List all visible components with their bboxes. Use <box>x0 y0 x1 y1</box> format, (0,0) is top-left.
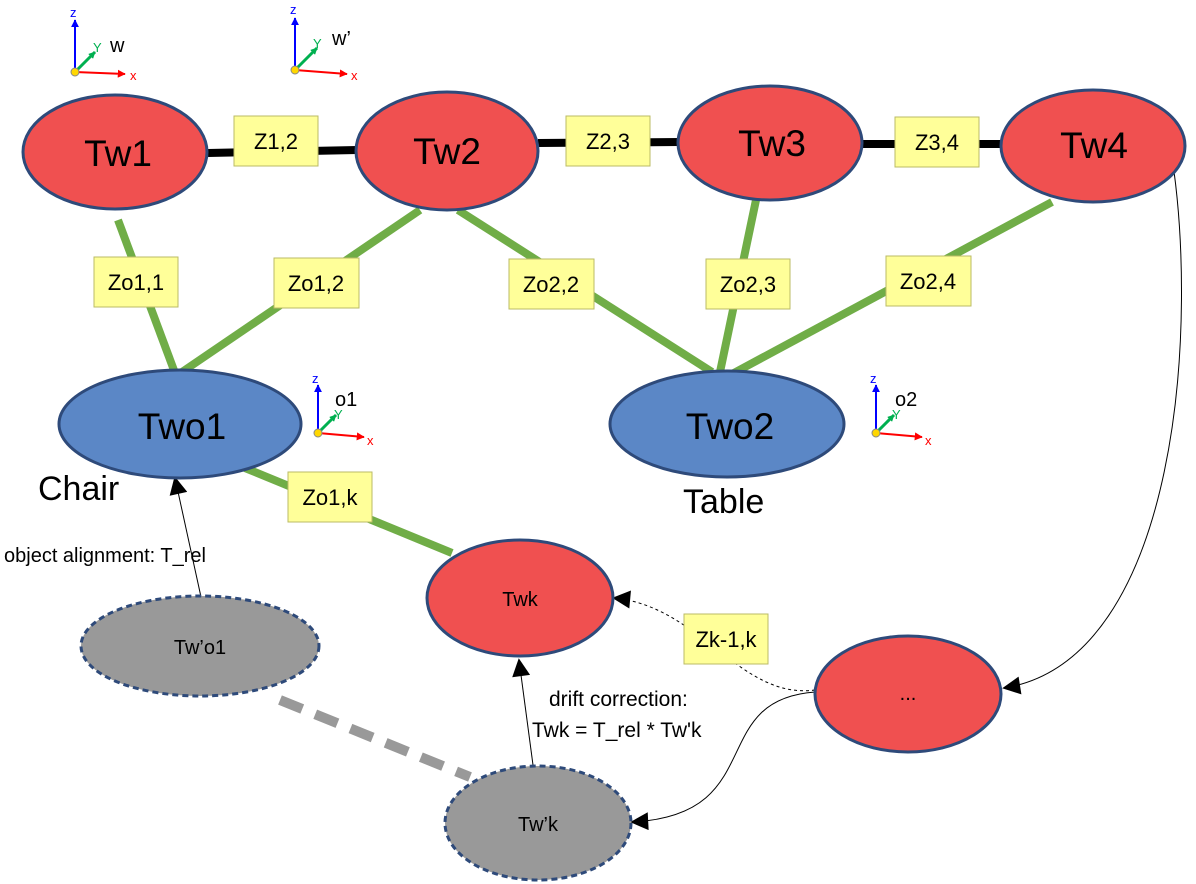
node-tw1-label: Tw1 <box>84 133 152 174</box>
edge-label-zo22-text: Zo2,2 <box>523 272 579 297</box>
axis-z-label: z <box>70 5 77 20</box>
node-tw2[interactable]: Tw2 <box>354 90 540 212</box>
edge-label-zo24-text: Zo2,4 <box>900 269 956 294</box>
frame-o2: z x Y o2 <box>870 371 932 448</box>
node-tw4-label: Tw4 <box>1060 125 1128 166</box>
frame-w: z x Y w <box>70 5 137 83</box>
edge-label-zo1k: Zo1,k <box>287 471 373 523</box>
edge-label-z12-text: Z1,2 <box>254 129 298 154</box>
arrow-dots-to-twpk <box>630 691 816 831</box>
frame-w-prime-label: w’ <box>331 28 351 50</box>
edge-ghost-twpo1-twpk <box>278 695 472 782</box>
axis-x-label: x <box>130 68 137 83</box>
edge-label-zo12: Zo1,2 <box>273 257 360 309</box>
node-two2[interactable]: Two2 <box>608 369 846 479</box>
axis-y-label: Y <box>334 407 343 422</box>
edge-label-zo12-text: Zo1,2 <box>288 271 344 296</box>
connector-arrows <box>169 144 1182 831</box>
edge-label-z12: Z1,2 <box>233 115 319 167</box>
node-twk-label: Twk <box>502 589 539 611</box>
chair-label: Chair <box>38 470 119 508</box>
node-tw1[interactable]: Tw1 <box>21 93 209 211</box>
node-twk[interactable]: Twk <box>425 538 615 658</box>
drift-correction-line2: Twk = T_rel * Tw'k <box>532 719 702 742</box>
axis-x-label: x <box>351 68 358 83</box>
frame-w-label: w <box>109 35 125 57</box>
edge-label-z34-text: Z3,4 <box>915 130 959 155</box>
observation-edges <box>114 198 1054 557</box>
table-label: Table <box>683 483 764 521</box>
frame-w-prime: z x Y w’ <box>290 2 358 83</box>
edge-label-zo1k-text: Zo1,k <box>302 485 358 510</box>
edge-label-zo11-text: Zo1,1 <box>108 270 164 295</box>
edge-label-zk1k-text: Zk-1,k <box>695 627 757 652</box>
node-dots-label: ... <box>900 683 917 705</box>
axis-y-label: Y <box>93 40 102 55</box>
node-twpo1-label: Tw’o1 <box>174 637 226 659</box>
arrow-twpo1-to-chair <box>169 476 202 598</box>
axis-z-label: z <box>312 371 319 386</box>
node-tw4[interactable]: Tw4 <box>999 88 1187 204</box>
node-twpk[interactable]: Tw’k <box>443 764 633 882</box>
edge-label-zo23-text: Zo2,3 <box>720 272 776 297</box>
node-tw3-label: Tw3 <box>738 123 806 164</box>
edge-label-zk1k: Zk-1,k <box>683 613 769 665</box>
arrow-tw4-to-dots <box>1002 144 1182 695</box>
axis-y-label: Y <box>313 36 322 51</box>
drift-correction-line1: drift correction: <box>549 688 688 711</box>
edge-label-zo24: Zo2,4 <box>885 255 972 307</box>
edge-label-z23: Z2,3 <box>565 115 651 167</box>
edge-label-zo11: Zo1,1 <box>93 256 179 308</box>
node-dots[interactable]: ... <box>813 634 1003 754</box>
node-two1-label: Two1 <box>138 406 226 447</box>
node-twpk-label: Tw’k <box>518 814 559 836</box>
node-twpo1[interactable]: Tw’o1 <box>79 594 321 698</box>
edge-label-zo22: Zo2,2 <box>508 258 595 310</box>
axis-z-label: z <box>290 2 297 17</box>
axis-x-label: x <box>367 433 374 448</box>
frame-o1: z x Y o1 <box>312 371 374 448</box>
axis-y-label: Y <box>892 407 901 422</box>
arrow-twpk-to-twk <box>512 658 534 766</box>
node-two1[interactable]: Two1 <box>57 368 303 480</box>
node-tw3[interactable]: Tw3 <box>676 84 864 202</box>
arrow-dots-to-twk <box>612 590 816 692</box>
node-two2-label: Two2 <box>686 406 774 447</box>
node-tw2-label: Tw2 <box>413 131 481 172</box>
edge-label-zo23: Zo2,3 <box>705 258 791 310</box>
object-alignment-label: object alignment: T_rel <box>4 545 206 567</box>
edge-label-z34: Z3,4 <box>894 116 980 168</box>
frame-o1-label: o1 <box>335 389 357 411</box>
frame-o2-label: o2 <box>895 389 917 411</box>
edge-label-z23-text: Z2,3 <box>586 129 630 154</box>
axis-z-label: z <box>870 371 877 386</box>
axis-x-label: x <box>925 433 932 448</box>
